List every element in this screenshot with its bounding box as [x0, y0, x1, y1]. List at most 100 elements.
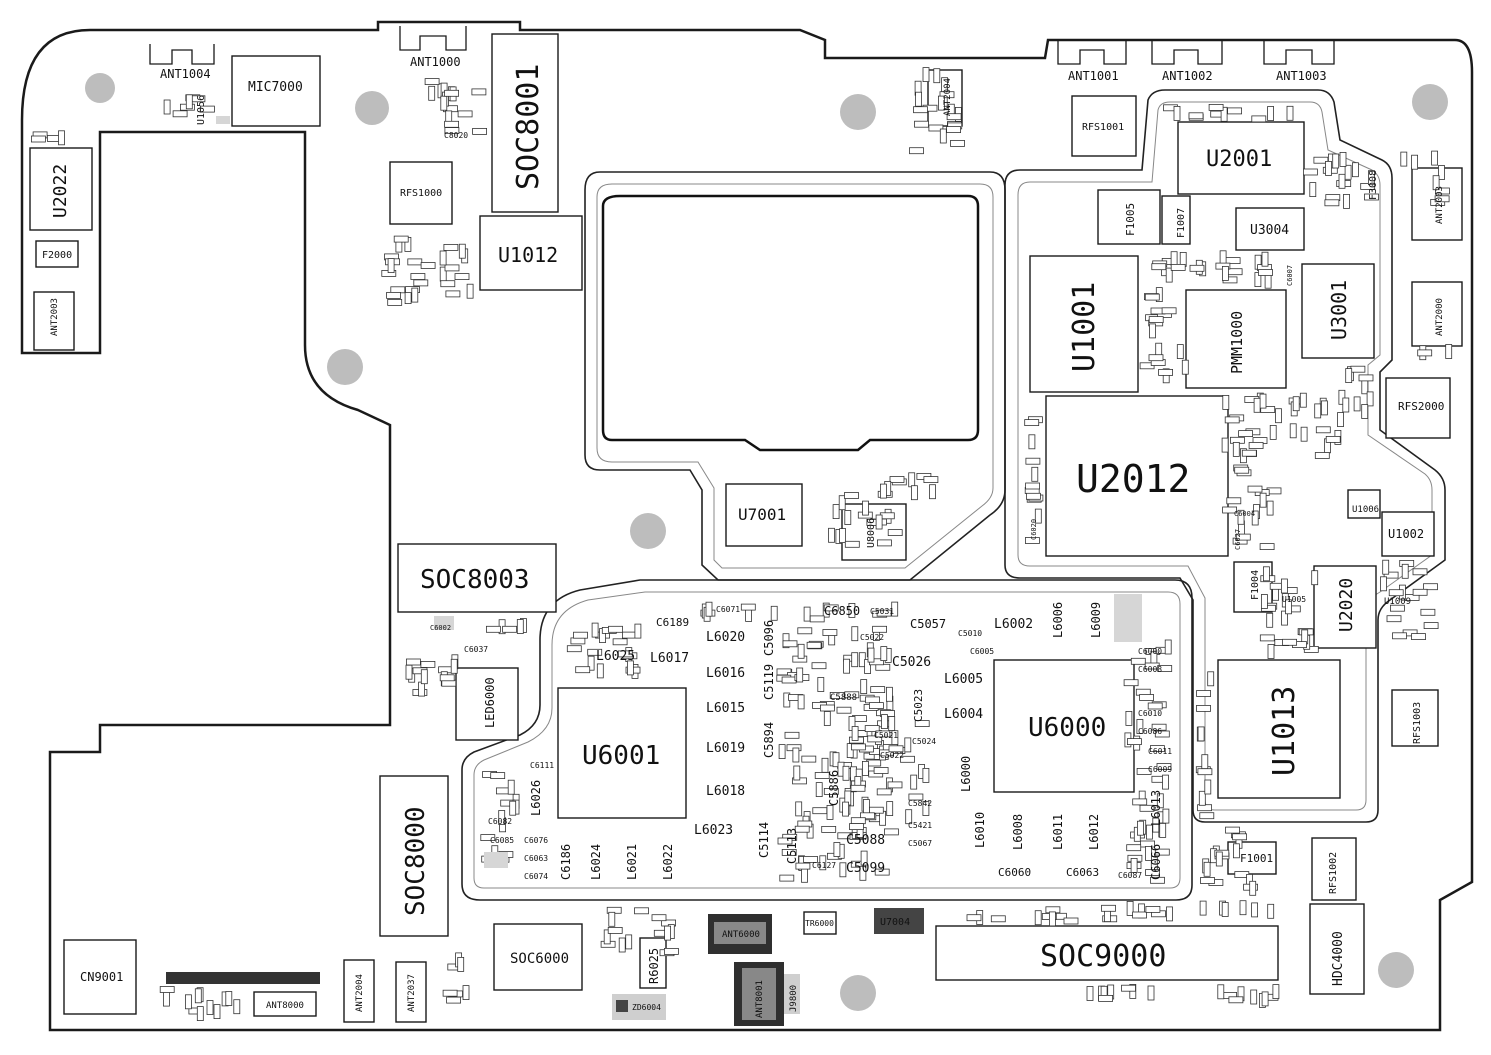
smd-part [1281, 578, 1288, 594]
smd-part [485, 625, 501, 633]
smd-part [1228, 996, 1244, 1004]
smd-part [439, 674, 455, 682]
label-f1001: F1001 [1240, 852, 1273, 865]
hdc4000-body [1309, 903, 1365, 995]
smd-part [1145, 846, 1152, 861]
smd-part [839, 862, 847, 878]
j9800-body [784, 974, 800, 1014]
label-c6076: C6076 [524, 836, 548, 845]
smd-part [418, 681, 426, 697]
smd-part [801, 755, 817, 763]
label-c5024: C5024 [912, 737, 936, 746]
smd-part [1157, 665, 1173, 672]
label-c5113: C5113 [785, 828, 799, 864]
smd-part [1285, 599, 1292, 615]
smd-part [796, 667, 804, 683]
label-c5888: C5888 [830, 693, 857, 703]
smd-part [233, 999, 241, 1015]
smd-part [1199, 900, 1207, 916]
smd-part [1034, 508, 1042, 524]
label-c6189: C6189 [656, 616, 689, 629]
smd-part [627, 660, 634, 676]
smd-part [1264, 273, 1272, 289]
smd-part [1435, 187, 1450, 195]
soc8003-body [397, 543, 557, 613]
smd-part [457, 957, 465, 972]
smd-part [914, 120, 929, 128]
smd-part [1368, 170, 1375, 186]
smd-part [880, 646, 888, 661]
smd-part [1101, 904, 1116, 912]
label-c5031: C5031 [870, 607, 894, 616]
pad [434, 616, 454, 630]
label-rfs1001: RFS1001 [1082, 122, 1124, 133]
smd-part [1253, 397, 1261, 413]
smd-part [651, 914, 667, 922]
smd-part [844, 691, 860, 699]
smd-part [829, 692, 845, 699]
label-l6002: L6002 [994, 617, 1033, 632]
label-ant2004-b: ANT2004 [355, 974, 365, 1012]
smd-part [1247, 485, 1263, 493]
smd-part [867, 647, 875, 663]
smd-part [1164, 639, 1172, 655]
smd-part [872, 625, 887, 633]
smd-part [838, 495, 846, 511]
soc9000-body [935, 925, 1279, 981]
label-ant8001: ANT8001 [755, 980, 765, 1018]
label-c6850: C6850 [824, 604, 860, 618]
smd-part [1432, 175, 1440, 191]
smd-part [809, 615, 825, 623]
u2020-body [1313, 565, 1377, 649]
smd-part [812, 807, 828, 815]
smd-part [864, 659, 871, 674]
smd-part [457, 110, 473, 118]
smd-part [1145, 906, 1161, 913]
label-l6019: L6019 [706, 741, 745, 756]
smd-part [814, 772, 830, 779]
smd-part [1026, 492, 1041, 500]
label-ant2003-r: ANT2003 [1435, 186, 1445, 224]
label-ant1000: ANT1000 [410, 55, 461, 69]
label-c6027: C6027 [1234, 529, 1242, 550]
smd-part [781, 676, 797, 684]
smd-part [797, 694, 805, 710]
label-soc8003: SOC8003 [420, 565, 530, 595]
smd-part [797, 627, 813, 635]
label-u7001: U7001 [738, 505, 786, 524]
smd-part [880, 483, 887, 499]
smd-part [1130, 858, 1138, 873]
u2022-body [29, 147, 93, 231]
smd-part [1165, 267, 1173, 283]
smd-part [502, 625, 518, 633]
smd-part [1147, 985, 1155, 1001]
label-c6066: C6066 [1149, 844, 1163, 880]
smd-part [1434, 195, 1450, 203]
label-l6016: L6016 [706, 666, 745, 681]
smd-part [887, 529, 903, 536]
smd-part [498, 810, 506, 825]
smd-part [1338, 389, 1346, 405]
smd-part [162, 991, 170, 1007]
label-ant2037: ANT2037 [407, 974, 417, 1012]
u1002-body [1381, 511, 1435, 557]
label-f1007: F1007 [1176, 208, 1187, 238]
smd-part [1292, 396, 1300, 412]
smd-part [879, 749, 894, 757]
label-c6085: C6085 [490, 836, 514, 845]
smd-part [939, 91, 955, 99]
label-l6005: L6005 [944, 672, 983, 687]
u1012-body [479, 215, 583, 291]
smd-part [440, 280, 456, 288]
smd-part [444, 120, 460, 128]
smd-part [608, 911, 616, 927]
soc8000-body [379, 775, 449, 937]
smd-part [1423, 583, 1438, 591]
smd-part [58, 130, 65, 146]
label-rfs1000: RFS1000 [400, 188, 442, 199]
smd-part [820, 704, 835, 712]
smd-part [1237, 509, 1245, 525]
smd-part [832, 504, 840, 520]
label-soc9000: SOC9000 [1040, 939, 1166, 974]
smd-part [413, 279, 429, 287]
